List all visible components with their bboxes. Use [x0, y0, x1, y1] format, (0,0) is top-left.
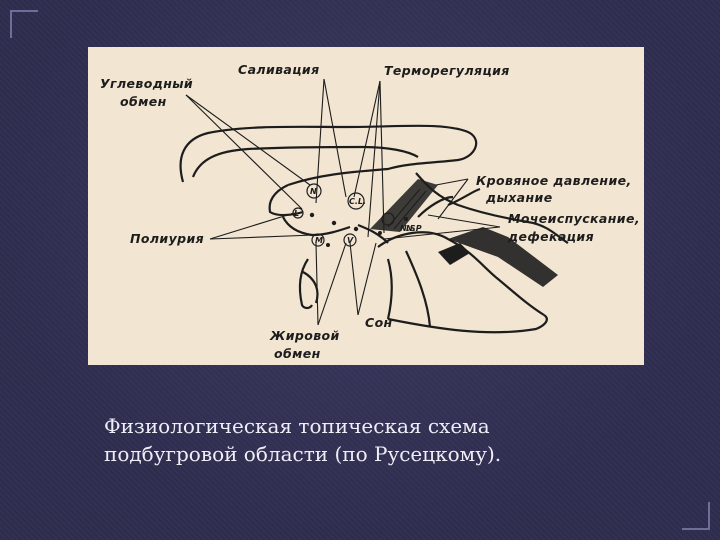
nucleus-label: V: [347, 236, 354, 245]
hypothalamus-diagram: Углеводный обмен Саливация Терморегуляци…: [88, 47, 644, 365]
nucleus-circle: [292, 207, 304, 219]
label-thermoregulation: Терморегуляция: [384, 63, 510, 78]
label-urination-line2: дефекация: [507, 229, 594, 244]
label-salivation: Саливация: [238, 62, 320, 77]
slide-caption: Физиологическая топическая схема подбугр…: [104, 412, 664, 468]
hatched-regions: [370, 179, 558, 287]
nucleus-label: N.S: [400, 224, 416, 233]
nucleus-circle: [311, 233, 325, 247]
label-fat-metabolism-line1: Жировой: [269, 328, 340, 343]
brain-outline: [179, 124, 569, 334]
diagram-svg: Углеводный обмен Саливация Терморегуляци…: [100, 62, 640, 361]
label-carbohydrate-line1: Углеводный: [100, 76, 193, 91]
nucleus-circle: [343, 233, 357, 247]
frame-corner-bottom-right: [682, 502, 710, 530]
label-carbohydrate-line2: обмен: [120, 94, 167, 109]
caption-line2: подбугровой области (по Русецкому).: [104, 442, 502, 466]
pointer-lines: [185, 78, 501, 326]
nucleus-label: M: [315, 236, 323, 245]
label-urination-line1: Мочеиспускание,: [508, 211, 640, 226]
label-sleep: Сон: [365, 315, 393, 330]
label-blood-pressure-line2: дыхание: [485, 190, 553, 205]
label-blood-pressure-line1: Кровяное давление,: [476, 173, 632, 188]
nucleus-label: C.L.: [349, 197, 366, 206]
nucleus-circle: [306, 183, 322, 199]
nucleus-label: L: [294, 209, 299, 218]
nucleus-circle: [347, 192, 365, 210]
label-fat-metabolism-line2: обмен: [274, 346, 321, 361]
frame-corner-top-left: [10, 10, 38, 38]
caption-line1: Физиологическая топическая схема: [104, 414, 490, 438]
label-polyuria: Полиурия: [130, 231, 204, 246]
nuclei: [292, 183, 395, 247]
nucleus-label: N: [310, 187, 317, 196]
nucleus-circle: [381, 212, 395, 226]
nucleus-dots: [309, 212, 408, 247]
nucleus-label: N.P: [406, 224, 422, 233]
